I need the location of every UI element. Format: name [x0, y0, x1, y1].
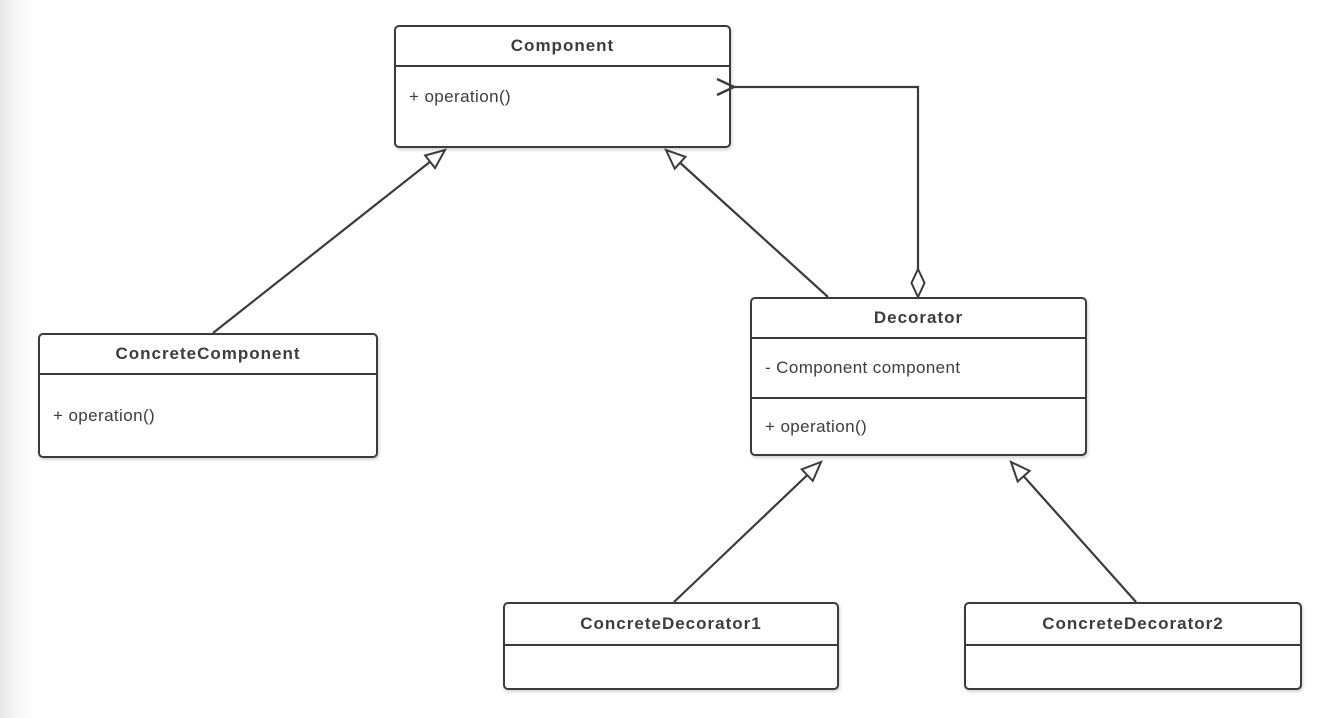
aggregation-diamond	[910, 266, 926, 300]
generalization-concretedecorator2-to-decorator	[1009, 460, 1137, 603]
page-edge-gradient	[0, 0, 32, 718]
class-methods-concrete-component: + operation()	[40, 375, 376, 456]
method-label: + operation()	[53, 405, 156, 425]
class-box-concrete-decorator-2: ConcreteDecorator2	[964, 602, 1302, 690]
class-title-concrete-decorator-2: ConcreteDecorator2	[966, 604, 1300, 646]
class-box-decorator: Decorator - Component component + operat…	[750, 297, 1087, 456]
class-attributes-decorator: - Component component	[752, 339, 1085, 397]
attribute-label: - Component component	[765, 358, 961, 377]
class-methods-component: + operation()	[396, 67, 729, 146]
generalization-concretecomponent-to-component	[212, 148, 448, 334]
class-title-component: Component	[396, 27, 729, 67]
class-methods-decorator: + operation()	[752, 397, 1085, 454]
generalization-decorator-to-component	[664, 148, 829, 298]
class-title-concrete-component: ConcreteComponent	[40, 335, 376, 375]
class-title-decorator: Decorator	[752, 299, 1085, 339]
method-label: + operation()	[409, 87, 512, 106]
class-compartment-empty	[505, 646, 837, 688]
class-box-concrete-decorator-1: ConcreteDecorator1	[503, 602, 839, 690]
class-box-component: Component + operation()	[394, 25, 731, 148]
aggregation-decorator-to-component	[716, 77, 920, 269]
class-compartment-empty	[966, 646, 1300, 688]
method-label: + operation()	[765, 416, 868, 436]
generalization-concretedecorator1-to-decorator	[673, 460, 823, 603]
class-box-concrete-component: ConcreteComponent + operation()	[38, 333, 378, 458]
class-title-concrete-decorator-1: ConcreteDecorator1	[505, 604, 837, 646]
